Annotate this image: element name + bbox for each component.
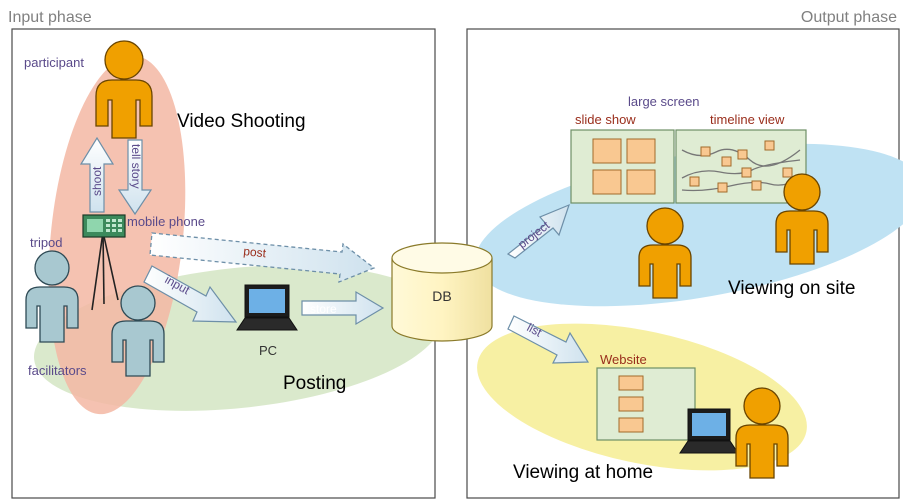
tripod-label: tripod <box>30 235 63 250</box>
posting-label: Posting <box>283 373 346 394</box>
viewing-at-home-label: Viewing at home <box>513 462 653 483</box>
tell-story-arrow: tell story <box>117 139 153 216</box>
viewer-person-icon-2 <box>775 173 829 265</box>
video-shooting-label: Video Shooting <box>177 111 306 132</box>
output-phase-title: Output phase <box>801 9 897 26</box>
input-phase-title: Input phase <box>8 9 92 26</box>
facilitators-label: facilitators <box>28 363 87 378</box>
list-arrow: list <box>507 315 590 364</box>
db-cylinder-icon <box>391 242 493 342</box>
shoot-arrow: shoot <box>79 136 115 213</box>
website-label: Website <box>600 352 647 367</box>
viewing-on-site-label: Viewing on site <box>728 278 855 299</box>
facilitator-person-icon <box>25 250 79 343</box>
slide-show-label: slide show <box>575 112 636 127</box>
participant-label: participant <box>24 55 84 70</box>
website-panel <box>596 367 696 441</box>
mobile-phone-label: mobile phone <box>127 214 205 229</box>
tripod-icon <box>91 231 119 311</box>
pc-label: PC <box>259 343 277 358</box>
store-label: store <box>310 302 337 316</box>
list-label: list <box>525 320 545 340</box>
facilitator-person-icon-2 <box>111 285 165 377</box>
db-label: DB <box>432 288 451 304</box>
store-arrow: store <box>301 290 385 326</box>
large-screen-label: large screen <box>628 94 700 109</box>
home-laptop-icon <box>679 408 739 454</box>
home-viewer-person-icon <box>735 387 789 479</box>
mobile-phone-icon <box>82 214 126 238</box>
post-arrow: post <box>149 232 376 284</box>
shoot-label: shoot <box>90 166 104 196</box>
slide-show-panel <box>570 129 675 204</box>
viewer-person-icon <box>638 207 692 299</box>
participant-person-icon <box>95 40 153 139</box>
pc-laptop-icon <box>236 284 298 331</box>
timeline-view-label: timeline view <box>710 112 785 127</box>
post-label: post <box>243 244 268 260</box>
tell-story-label: tell story <box>129 144 143 189</box>
